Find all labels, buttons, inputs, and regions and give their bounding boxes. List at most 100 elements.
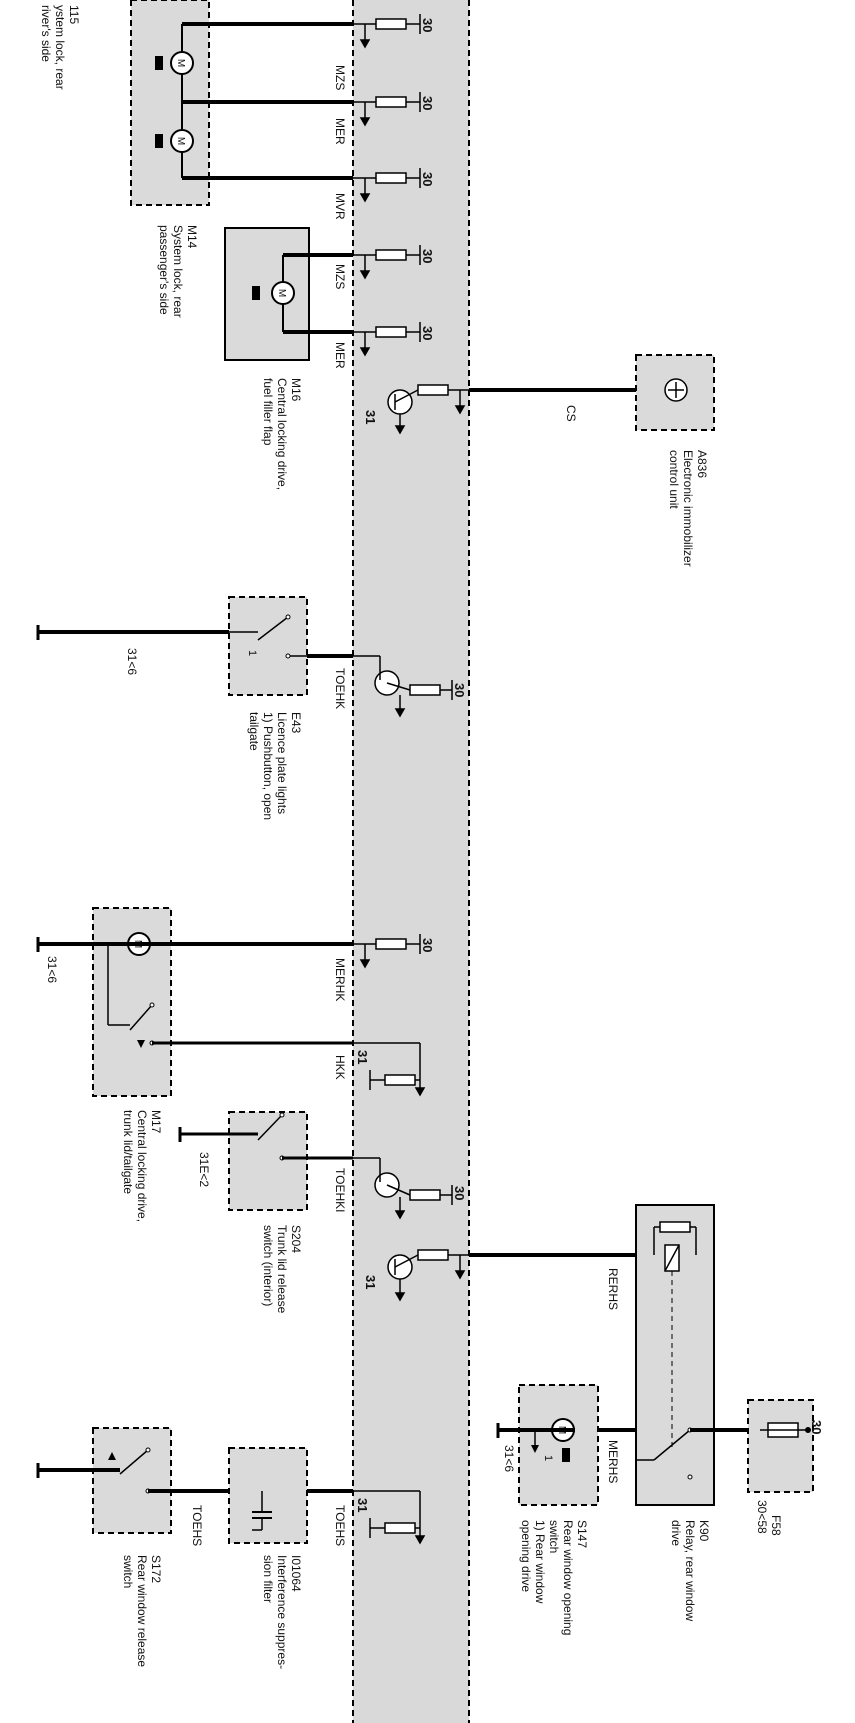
pin-30-label: 30 <box>452 1186 467 1200</box>
svg-text:switch: switch <box>121 1555 135 1588</box>
toehk-driver <box>353 655 453 718</box>
switch-s204-box <box>180 1111 308 1211</box>
switch-e43-label: E43 Licence plate lights 1) Pushbutton, … <box>247 712 303 820</box>
svg-text:Rear window release: Rear window release <box>135 1555 149 1667</box>
svg-text:30: 30 <box>420 326 435 340</box>
ground-label: 31<6 <box>45 956 59 983</box>
cs-label: CS <box>564 405 578 422</box>
motor-m15-label: 115 ystem lock, rear river's side <box>39 5 81 90</box>
toehk-label: TOEHK <box>333 668 347 709</box>
toehs-label: TOEHS <box>190 1505 204 1546</box>
ground-label: 30<58 <box>755 1500 769 1534</box>
pin-30-label: 30 <box>809 1420 824 1434</box>
merhk-driver <box>353 934 426 1097</box>
svg-text:switch (interior): switch (interior) <box>261 1225 275 1306</box>
toehs-label: TOEHS <box>333 1505 347 1546</box>
rerhs-driver <box>387 1249 469 1302</box>
svg-text:river's side: river's side <box>39 5 53 62</box>
motor-m14-label: M14 System lock, rear passenger's side <box>157 225 199 318</box>
switch-mark: 1 <box>542 1455 554 1461</box>
svg-text:passenger's side: passenger's side <box>157 225 171 315</box>
svg-text:S147: S147 <box>575 1520 589 1548</box>
switch-mark: 1 <box>246 650 258 656</box>
motor-m17-box: M <box>92 907 172 1097</box>
motor-letter: M <box>175 137 186 145</box>
svg-text:sion filter: sion filter <box>261 1555 275 1603</box>
fuse-f58-label: F58 <box>769 1515 783 1536</box>
motor-letter: M <box>175 59 186 67</box>
internal-drivers-upper <box>353 14 421 357</box>
svg-text:M16: M16 <box>289 378 303 402</box>
immobilizer-a836-label: A836 Electronic immobilizer control unit <box>667 450 709 567</box>
rerhs-label: RERHS <box>606 1268 620 1310</box>
svg-text:I01064: I01064 <box>289 1555 303 1592</box>
svg-text:Central locking drive,: Central locking drive, <box>275 378 289 490</box>
svg-text:M14: M14 <box>185 225 199 249</box>
ground-label: 31<6 <box>125 648 139 675</box>
svg-text:30: 30 <box>420 96 435 110</box>
svg-text:drive: drive <box>669 1520 683 1546</box>
cs-transistor <box>387 384 469 435</box>
svg-text:System lock, rear: System lock, rear <box>171 225 185 318</box>
merhk-label: MERHK <box>333 958 347 1001</box>
motor-wires <box>182 22 353 334</box>
pin-31-label: 31 <box>363 410 378 424</box>
filter-i01064-box <box>228 1447 308 1544</box>
relay-k90-label: K90 Relay, rear window drive <box>669 1520 711 1621</box>
svg-text:F58: F58 <box>769 1515 783 1536</box>
pin-31-label: 31 <box>363 1275 378 1289</box>
svg-text:K90: K90 <box>697 1520 711 1542</box>
svg-text:115: 115 <box>67 5 81 24</box>
svg-text:M17: M17 <box>149 1110 163 1134</box>
svg-text:trunk lid/tailgate: trunk lid/tailgate <box>121 1110 135 1194</box>
filter-i01064-label: I01064 Interference suppres- sion filter <box>261 1555 303 1669</box>
pin-31-label: 31 <box>355 1050 370 1064</box>
svg-text:S204: S204 <box>289 1225 303 1253</box>
switch-s172-box <box>38 1427 172 1534</box>
switch-s147-box: M 1 <box>498 1384 599 1506</box>
svg-text:Interference suppres-: Interference suppres- <box>275 1555 289 1669</box>
svg-text:opening drive: opening drive <box>519 1520 533 1592</box>
ground-label: 31<6 <box>502 1445 516 1472</box>
svg-text:30: 30 <box>420 18 435 32</box>
svg-text:MER: MER <box>333 118 347 145</box>
pin-30-label: 30 <box>420 938 435 952</box>
svg-text:control unit: control unit <box>667 450 681 509</box>
switch-s147-label: S147 Rear window opening switch 1) Rear … <box>519 1520 589 1635</box>
toehs-driver <box>353 1490 426 1545</box>
motor-m16-box: M <box>224 227 310 361</box>
switch-s172-label: S172 Rear window release switch <box>121 1555 163 1667</box>
pin-30-labels-upper: 30 30 30 30 30 <box>420 18 435 340</box>
svg-text:1) Pushbutton, open: 1) Pushbutton, open <box>261 712 275 820</box>
svg-text:30: 30 <box>420 172 435 186</box>
svg-text:E43: E43 <box>289 712 303 734</box>
svg-text:MVR: MVR <box>333 193 347 220</box>
svg-text:Central locking drive,: Central locking drive, <box>135 1110 149 1222</box>
pin-31-label: 31 <box>355 1498 370 1512</box>
svg-text:A836: A836 <box>695 450 709 478</box>
pin-30-label: 30 <box>452 683 467 697</box>
switch-e43-box: 1 <box>228 596 308 696</box>
svg-text:Trunk lid release: Trunk lid release <box>275 1225 289 1314</box>
svg-text:Relay, rear window: Relay, rear window <box>683 1520 697 1621</box>
svg-text:MER: MER <box>333 342 347 369</box>
immobilizer-a836-box <box>635 354 715 431</box>
control-module-band <box>353 0 469 1723</box>
svg-text:ystem lock, rear: ystem lock, rear <box>53 5 67 90</box>
switch-s204-label: S204 Trunk lid release switch (interior) <box>261 1225 303 1314</box>
svg-text:30: 30 <box>420 249 435 263</box>
motor-letter: M <box>276 289 287 297</box>
svg-text:tailgate: tailgate <box>247 712 261 751</box>
svg-text:MZS: MZS <box>333 264 347 289</box>
svg-text:Rear window opening: Rear window opening <box>561 1520 575 1635</box>
motor-m17-label: M17 Central locking drive, trunk lid/tai… <box>121 1110 163 1222</box>
svg-text:fuel filler flap: fuel filler flap <box>261 378 275 446</box>
svg-text:MZS: MZS <box>333 65 347 90</box>
svg-text:1) Rear window: 1) Rear window <box>533 1520 547 1604</box>
svg-text:Electronic immobilizer: Electronic immobilizer <box>681 450 695 567</box>
svg-text:switch: switch <box>547 1520 561 1553</box>
svg-text:S172: S172 <box>149 1555 163 1583</box>
svg-text:Licence plate lights: Licence plate lights <box>275 712 289 814</box>
hkk-label: HKK <box>333 1055 347 1080</box>
